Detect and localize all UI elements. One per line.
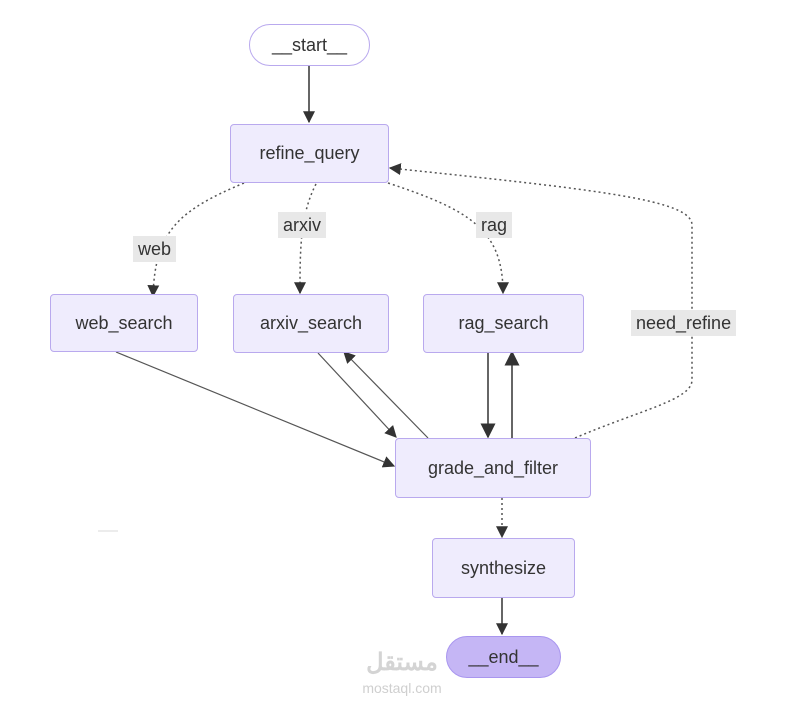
edge-label-need-refine: need_refine bbox=[631, 310, 737, 336]
edge-arxiv-grade bbox=[317, 352, 397, 438]
node-arxiv-search: arxiv_search bbox=[233, 294, 389, 353]
node-web-search: web_search bbox=[50, 294, 198, 352]
edge-refine-arxiv bbox=[294, 183, 317, 295]
edge-web-grade bbox=[115, 351, 396, 468]
edge-label-web: web bbox=[133, 236, 177, 262]
edge-label-rag: rag bbox=[476, 212, 513, 238]
node-rag-search: rag_search bbox=[423, 294, 584, 353]
node-refine-query: refine_query bbox=[230, 124, 389, 183]
node-synthesize: synthesize bbox=[432, 538, 575, 598]
node-start: __start__ bbox=[249, 24, 370, 66]
edge-grade-refine bbox=[388, 163, 693, 439]
edge-label-arxiv: arxiv bbox=[278, 212, 327, 238]
node-end: __end__ bbox=[446, 636, 561, 678]
watermark-logo: مستقل bbox=[366, 649, 438, 676]
edge-grade-arxiv bbox=[343, 351, 429, 439]
watermark-url: mostaql.com bbox=[362, 680, 442, 696]
edge-refine-rag bbox=[387, 182, 509, 295]
edge-refine-web bbox=[147, 182, 245, 298]
node-grade-and-filter: grade_and_filter bbox=[395, 438, 591, 498]
